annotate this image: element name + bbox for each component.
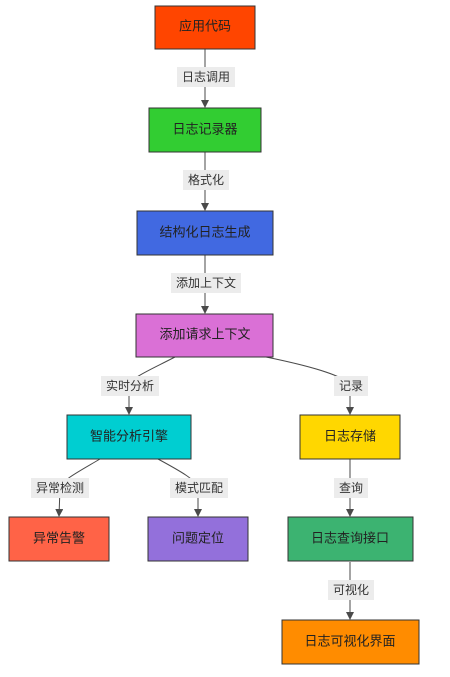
node-log-storage-label: 日志存储 <box>324 430 376 445</box>
node-app-code-label: 应用代码 <box>179 19 231 35</box>
node-structured-log-box <box>136 210 274 256</box>
edge-label-pattern: 模式匹配 <box>175 481 223 495</box>
node-log-visualization-label: 日志可视化界面 <box>304 635 395 650</box>
node-request-context-label: 添加请求上下文 <box>159 328 250 343</box>
node-analysis-engine[interactable]: 智能分析引擎 <box>66 414 192 460</box>
edge-label-anomaly: 异常检测 <box>36 480 84 495</box>
node-logger-label: 日志记录器 <box>172 123 237 138</box>
node-structured-log[interactable]: 结构化日志生成 <box>136 210 274 256</box>
edge-label-query: 查询 <box>339 481 363 495</box>
edge-request-ctx-to-analysis: 实时分析 <box>101 356 176 415</box>
edge-analysis-to-locate: 模式匹配 <box>157 458 228 517</box>
edge-label-visualize: 可视化 <box>333 582 369 597</box>
edge-storage-to-query-api: 查询 <box>334 459 368 517</box>
edge-request-ctx-to-storage: 记录 <box>265 356 368 415</box>
node-analysis-engine-box <box>66 414 192 460</box>
node-request-context-box <box>135 313 274 358</box>
edge-label-record: 记录 <box>339 379 363 393</box>
node-log-visualization[interactable]: 日志可视化界面 <box>281 619 420 665</box>
node-problem-locate-label: 问题定位 <box>172 532 224 547</box>
edge-label-log-call: 日志调用 <box>182 70 230 84</box>
edge-logger-to-structured: 格式化 <box>183 152 229 211</box>
node-log-query-api[interactable]: 日志查询接口 <box>287 516 414 562</box>
node-logger[interactable]: 日志记录器 <box>148 107 262 153</box>
node-structured-log-label: 结构化日志生成 <box>159 226 250 241</box>
edge-label-format: 格式化 <box>188 172 224 187</box>
edge-label-realtime: 实时分析 <box>106 378 154 393</box>
node-log-query-api-label: 日志查询接口 <box>311 531 389 547</box>
edge-analysis-to-alert: 异常检测 <box>31 458 101 517</box>
node-anomaly-alert-label: 异常告警 <box>33 531 85 547</box>
edge-label-add-context: 添加上下文 <box>176 275 236 290</box>
node-log-query-api-box <box>287 516 414 562</box>
node-log-storage-box <box>299 414 401 460</box>
edge-query-api-to-viz: 可视化 <box>328 562 374 620</box>
node-app-code-box <box>154 5 256 50</box>
node-logger-box <box>148 107 262 153</box>
node-log-storage[interactable]: 日志存储 <box>299 414 401 460</box>
node-anomaly-alert-box <box>8 516 110 562</box>
node-analysis-engine-label: 智能分析引擎 <box>90 430 168 445</box>
node-log-visualization-box <box>281 619 420 665</box>
node-problem-locate-box <box>147 516 249 562</box>
node-problem-locate[interactable]: 问题定位 <box>147 516 249 562</box>
node-anomaly-alert[interactable]: 异常告警 <box>8 516 110 562</box>
edge-app-code-to-logger: 日志调用 <box>177 49 235 108</box>
edge-structured-to-request-ctx: 添加上下文 <box>171 255 241 314</box>
node-app-code[interactable]: 应用代码 <box>154 5 256 50</box>
node-request-context[interactable]: 添加请求上下文 <box>135 313 274 358</box>
